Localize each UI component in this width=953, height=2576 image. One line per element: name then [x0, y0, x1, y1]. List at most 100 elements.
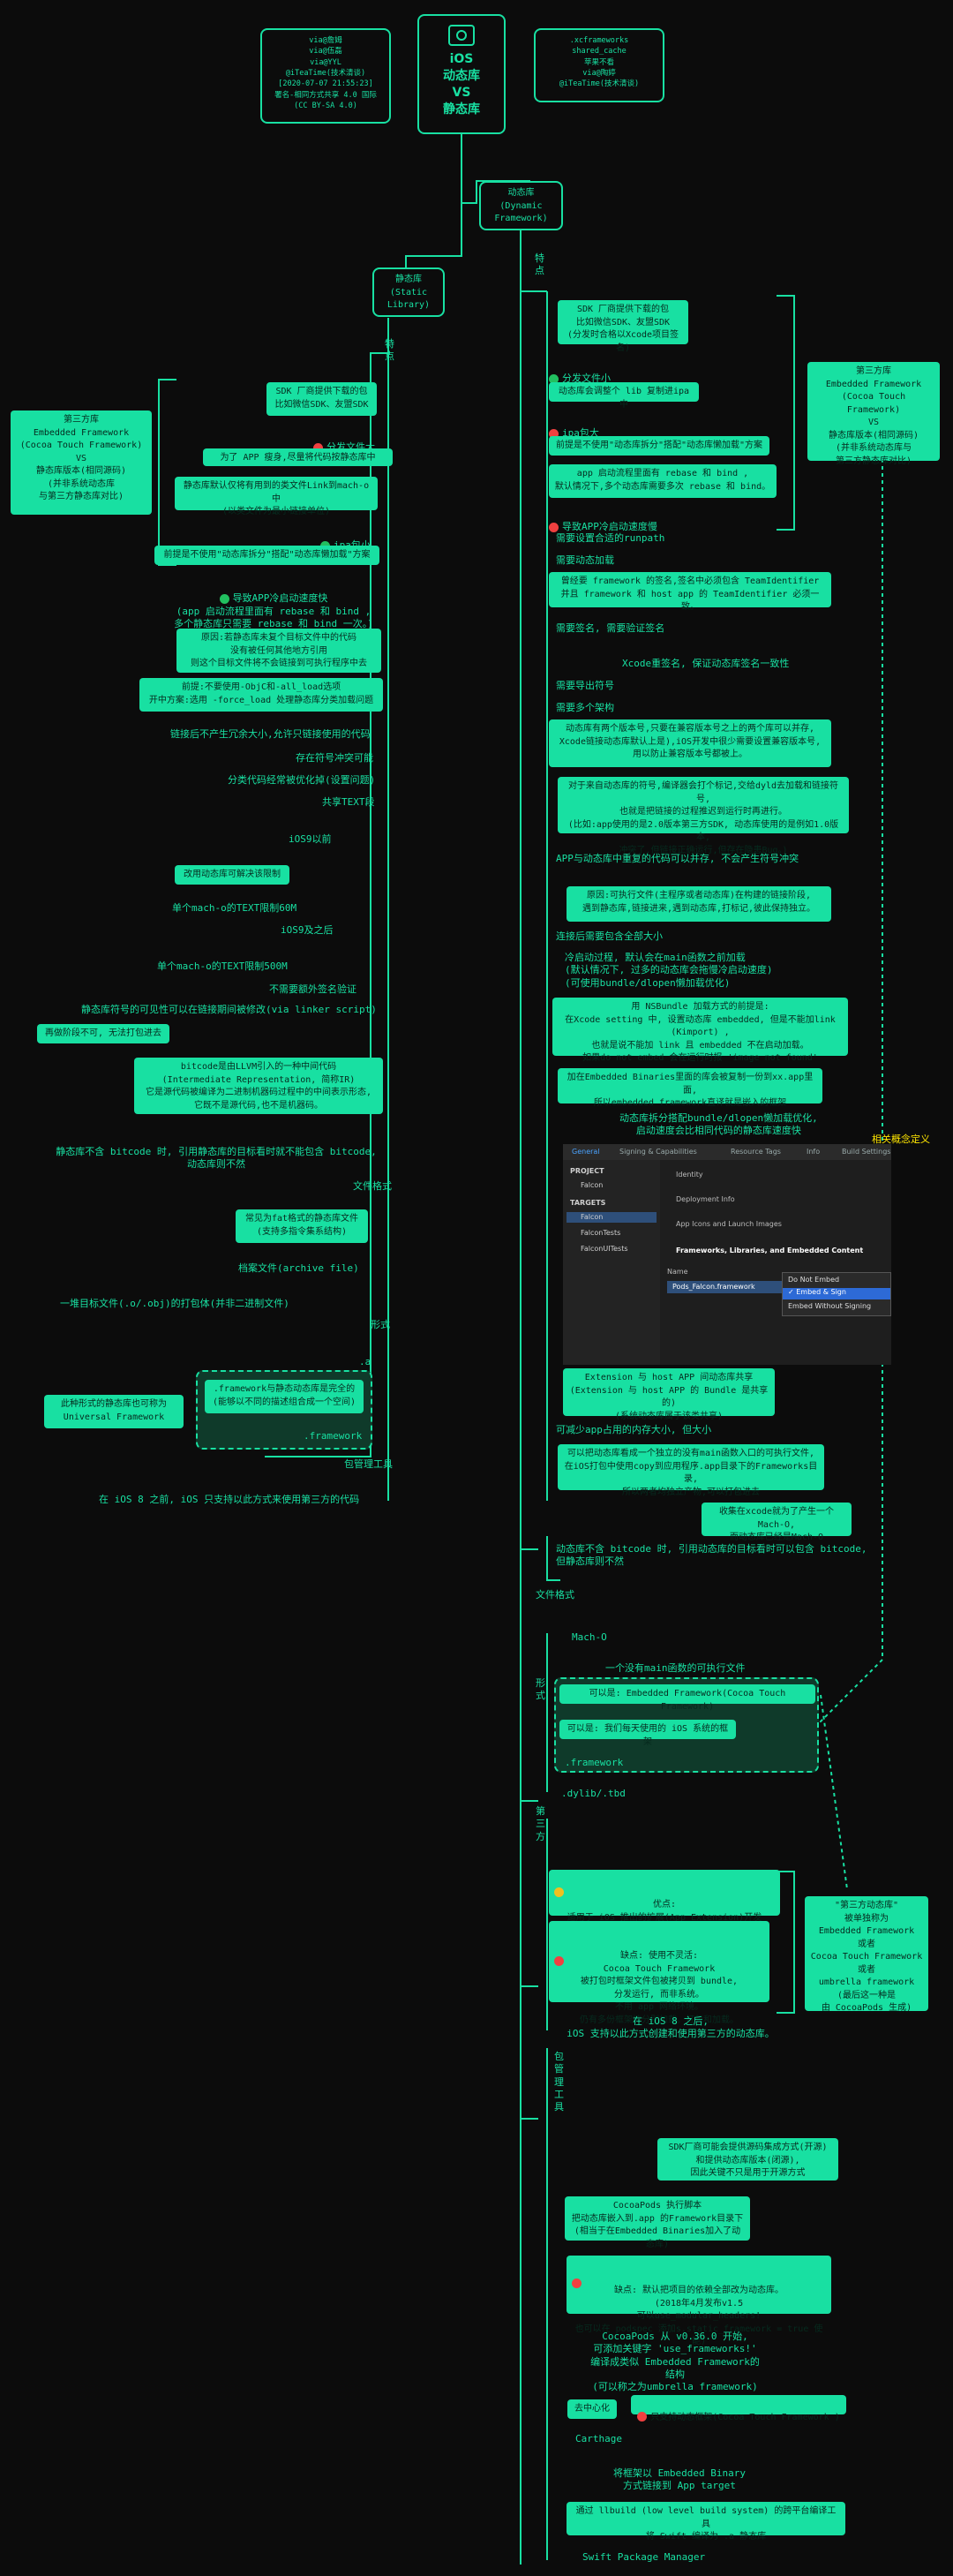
- dynamic-carthage-build: 将框架以 Embedded Binary 方式链接到 App target: [613, 2467, 746, 2492]
- xcode-tab: Resource Tags: [731, 1148, 781, 1156]
- embed-menu: Do Not Embed ✓ Embed & Sign Embed Withou…: [782, 1272, 891, 1316]
- static-form-label: 形式: [371, 1319, 390, 1330]
- embed-option-selected[interactable]: ✓ Embed & Sign: [783, 1288, 890, 1299]
- dynamic-duplicate-arch: 需要多个架构: [556, 702, 614, 713]
- dynamic-sign-label: 需要签名, 需要验证签名: [556, 622, 665, 634]
- xcode-tab: Info: [807, 1148, 821, 1156]
- dynamic-file-format-label: 文件格式: [536, 1589, 574, 1601]
- static-symbol-fix: 静态库符号的可见性可以在链接期间被修改(via linker script): [81, 1004, 377, 1015]
- dynamic-framework-label: .framework: [565, 1757, 624, 1768]
- static-obj-collection: 一堆目标文件(.o/.obj)的打包体(并非二进制文件): [60, 1298, 289, 1309]
- xcode-section: Deployment Info: [676, 1195, 735, 1203]
- yellow-dot-icon: [554, 1887, 564, 1897]
- xcode-section: Identity: [676, 1171, 703, 1179]
- static-fat-format: 常见为fat格式的静态库文件 (支持多指令集系结构): [236, 1209, 368, 1243]
- static-ios9-limit: 单个mach-o的TEXT限制500M: [157, 960, 288, 972]
- dynamic-mach-o: Mach-O: [572, 1631, 607, 1643]
- dynamic-cocoapods-ver: CocoaPods 从 v0.36.0 开始, 可添加关键字 'use_fram…: [590, 2331, 760, 2393]
- xcode-lib-row: Pods_Falcon.framework: [672, 1283, 755, 1291]
- green-dot-icon: [549, 373, 559, 384]
- dynamic-pkg-label: 包 管 理 工 具: [554, 2051, 564, 2113]
- xcode-screenshot: General Signing & Capabilities Resource …: [563, 1144, 891, 1365]
- concept-def-label: 相关概念定义: [872, 1134, 930, 1145]
- dynamic-advantage: 优点: 适用于 iOS 推出的扩展(App Extension)开发 Swift…: [549, 1870, 780, 1935]
- xcode-col-name: Name: [667, 1268, 688, 1276]
- static-startup: 导致APP冷启动速度快 (app 启动流程里面有 rebase 和 bind ,…: [174, 592, 373, 629]
- dynamic-runpath: 需要设置合适的runpath: [556, 532, 665, 544]
- xcode-tab: General: [572, 1148, 600, 1156]
- static-sdk-note: SDK 厂商提供下载的包 比如微信SDK、友盟SDK: [266, 382, 377, 416]
- xcode-section: App Icons and Launch Images: [676, 1220, 782, 1228]
- dynamic-split-small: 分发文件小: [549, 360, 611, 386]
- red-dot-icon: [572, 2278, 582, 2288]
- dynamic-spm: Swift Package Manager: [582, 2551, 706, 2563]
- dynamic-bitcode-note: 动态库不含 bitcode 时, 引用动态库的目标看时可以包含 bitcode,…: [556, 1543, 867, 1568]
- dynamic-disadvantage: 缺点: 使用不灵活: Cocoa Touch Framework 被打包时框架文…: [549, 1921, 769, 2025]
- title-icon: [448, 25, 475, 46]
- dynamic-third-party-note: 第三方库 Embedded Framework (Cocoa Touch Fra…: [807, 362, 940, 466]
- xcode-tab: Build Settings: [842, 1148, 891, 1156]
- dynamic-extension-note: Extension 与 host APP 间动态库共享 (Extension 与…: [563, 1368, 775, 1421]
- dynamic-dyld-note: 动态库会调整个 lib 复制进ipa中: [549, 382, 699, 410]
- xcode-project-header: PROJECT: [570, 1167, 604, 1175]
- dynamic-third-label: 第 三 方: [536, 1805, 545, 1842]
- static-framework-note: .framework与静态动态库是完全的 (能够以不同的描述组合成一个空间): [205, 1380, 364, 1413]
- static-framework-label: .framework: [304, 1430, 363, 1442]
- red-dot-icon: [549, 522, 559, 532]
- static-mach-limit: 单个mach-o的TEXT限制60M: [172, 902, 297, 914]
- dynamic-premise: 前提是不使用"动态库拆分"搭配"动态库懒加载"方案: [549, 436, 769, 456]
- dynamic-embedded-fw: 可以是: Embedded Framework(Cocoa Touch Fram…: [559, 1684, 815, 1712]
- dynamic-system-fw: 可以是: 我们每天使用的 iOS 系统的框架: [559, 1720, 736, 1747]
- dynamic-rebase-note: app 启动流程里面有 rebase 和 bind , 默认情况下,多个动态库需…: [549, 464, 777, 498]
- embed-option[interactable]: Do Not Embed: [788, 1276, 840, 1284]
- dynamic-mach-o-note: 收集在xcode就为了产生一个Mach-O, 而动态库已经是Mach-O: [702, 1503, 852, 1542]
- dynamic-delay-load: 连接后需要包含全部大小: [556, 930, 663, 942]
- static-ios8-note: 在 iOS 8 之前, iOS 只支持以此方式来使用第三方的代码: [99, 1494, 360, 1505]
- static-bitcode-stage: 再做阶段不可, 无法打包进去: [37, 1024, 169, 1043]
- dynamic-shared-mem: 原因:可执行文件(主程序或者动态库)在构建的链接阶段, 遇到静态库,链接进来,遇…: [567, 886, 831, 922]
- dynamic-sdk-vendor: SDK厂商可能会提供源码集成方式(开源) 和提供动态库版本(闭源), 因此关键不…: [657, 2138, 838, 2181]
- static-file-format-label: 文件格式: [353, 1180, 392, 1192]
- red-dot-icon: [554, 1956, 564, 1966]
- title-line-1: iOS: [449, 52, 474, 66]
- dynamic-spm-note: 通过 llbuild (low level build system) 的跨平台…: [567, 2502, 845, 2542]
- static-category-opt: 分类代码经常被优化掉(设置问题): [228, 774, 376, 786]
- xcode-sidebar: PROJECT Falcon TARGETS Falcon FalconTest…: [563, 1160, 660, 1365]
- xcode-target-item: FalconTests: [581, 1229, 621, 1237]
- green-dot-icon: [219, 593, 229, 604]
- embed-option[interactable]: Embed Without Signing: [788, 1302, 872, 1310]
- static-a-label: .a: [359, 1356, 371, 1367]
- dynamic-load-dynamic: 需要动态加载: [556, 554, 614, 566]
- static-before-note: 改用动态库可解决该限制: [175, 865, 289, 885]
- dynamic-embedded-binaries: 加在Embedded Binaries里面的库会被复制一份到xx.app里面, …: [558, 1068, 822, 1108]
- static-symbol-conflict: 存在符号冲突可能: [296, 752, 373, 764]
- main-title: iOS 动态库 VS 静态库: [417, 14, 506, 134]
- dynamic-memory-save: 可减少app占用的内存大小, 但大小: [556, 1424, 712, 1435]
- static-features-label: 特 点: [385, 338, 394, 363]
- red-dot-icon: [549, 428, 559, 439]
- dynamic-slow-start: 导致APP冷启动速度慢: [549, 508, 657, 534]
- title-line-3: VS: [452, 85, 471, 100]
- dynamic-sign-note: 曾经要 framework 的签名,签名中必须包含 TeamIdentifier…: [549, 572, 831, 612]
- dynamic-decentral: 去中心化: [567, 2399, 617, 2419]
- xcode-project-item: Falcon: [581, 1181, 604, 1189]
- dynamic-features-label: 特 点: [535, 252, 544, 277]
- dynamic-xcode-sign: Xcode重签名, 保证动态库签名一致性: [622, 658, 790, 669]
- dynamic-carthage: Carthage: [575, 2433, 622, 2444]
- static-premise: 前提是不使用"动态库拆分"搭配"动态库懒加载"方案: [154, 546, 379, 565]
- meta-left-box: via@詹姆 via@伍磊 via@YYL @iTeaTime(技术清谈) [2…: [260, 28, 391, 124]
- dynamic-nsbundle: 用 NSBundle 加载方式的前提是: 在Xcode setting 中, 设…: [552, 998, 848, 1063]
- dynamic-form-label: 形 式: [536, 1677, 545, 1702]
- static-pkg-tool: 包管理工具: [344, 1458, 393, 1470]
- dynamic-cocoapods-exec: CocoaPods 执行脚本 把动态库嵌入到.app 的Framework目录下…: [565, 2196, 750, 2249]
- xcode-targets-header: TARGETS: [570, 1199, 606, 1207]
- static-bitcode-warn: 静态库不含 bitcode 时, 引用静态库的目标看时就不能包含 bitcode…: [56, 1146, 377, 1171]
- static-llvm-note: bitcode是由LLVM引入的一种中间代码 (Intermediate Rep…: [134, 1058, 383, 1114]
- dynamic-sdk-note: SDK 厂商提供下载的包 比如微信SDK、友盟SDK (分发时合格以Xcode项…: [558, 300, 688, 353]
- dynamic-dylib-tbd: .dylib/.tbd: [561, 1788, 626, 1799]
- static-root: 静态库 (Static Library): [372, 267, 445, 317]
- dynamic-cocoapods-warn: 缺点: 默认把项目的依赖全部改为动态库。 (2018年4月发布v1.5 可以us…: [567, 2256, 831, 2346]
- static-no-extra: 不需要额外签名验证: [269, 983, 356, 995]
- static-before-ios9: iOS9以前: [289, 833, 332, 845]
- static-reason: 原因:若静态库未复个目标文件中的代码 没有被任何其他地方引用 则这个目标文件将不…: [176, 629, 381, 673]
